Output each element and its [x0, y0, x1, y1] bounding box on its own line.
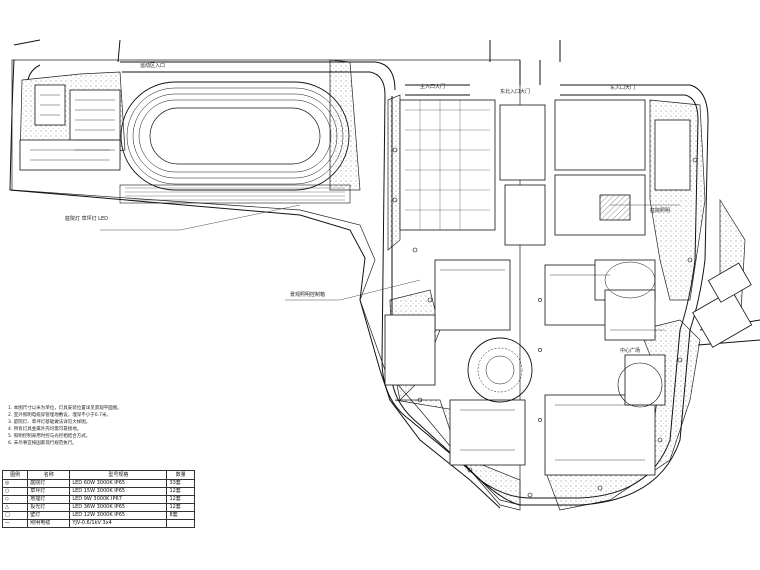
note-line: 3. 庭院灯、草坪灯基础做法详见大样图。 — [8, 420, 91, 425]
central-plaza — [467, 261, 663, 408]
upper-gate-mid-label: 主入口大门 — [420, 83, 445, 90]
legend-row: — 照明电缆 YJV-0.6/1kV 3x4 — [1, 519, 195, 528]
callout-leaders — [100, 204, 680, 331]
legend-spec: YJV-0.6/1kV 3x4 — [69, 519, 168, 528]
legend-row: □ 壁灯 LED 12W 3000K IP65 8套 — [1, 511, 195, 520]
note-line: 6. 未尽事宜按国家现行规范执行。 — [8, 441, 77, 446]
legend-name: 投光灯 — [27, 503, 71, 512]
main-buildings — [384, 99, 753, 476]
legend-header: 型号规格 — [69, 470, 168, 480]
legend-row: △ 投光灯 LED 36W 3000K IP65 12套 — [1, 503, 195, 512]
running-track — [119, 81, 351, 204]
legend-header: 名称 — [27, 470, 71, 480]
note-line: 4. 所有灯具金属外壳均需可靠接地。 — [8, 427, 82, 432]
legend-symbol: △ — [1, 503, 29, 512]
legend-row: ◇ 地埋灯 LED 9W 3000K IP67 12套 — [1, 495, 195, 504]
legend-name: 壁灯 — [27, 511, 71, 520]
legend-qty — [166, 519, 195, 528]
legend-qty: 12套 — [166, 503, 195, 512]
legend-name: 庭院灯 — [27, 479, 71, 488]
legend-symbol: ◇ — [1, 495, 29, 504]
legend-spec: LED 15W 3000K IP65 — [69, 487, 168, 496]
legend-name: 草坪灯 — [27, 487, 71, 496]
legend-symbol: ◎ — [1, 479, 29, 488]
note-line: 1. 本图尺寸以米为单位，灯具安装位置详见景观平面图。 — [8, 406, 122, 411]
north-entrance-label: 东北入口大门 — [500, 88, 530, 95]
upper-gate-right-label: 东入口大门 — [610, 84, 635, 91]
callout-d-label: 中心广场 — [620, 347, 640, 354]
legend-table: 图例 名称 型号规格 数量 ◎ 庭院灯 LED 60W 3000K IP65 3… — [1, 470, 195, 528]
legend-name: 地埋灯 — [27, 495, 71, 504]
callout-c-label: 庭院照明 — [650, 207, 670, 214]
note-line: 5. 照明控制采用时控与光控相结合方式。 — [8, 434, 91, 439]
legend-symbol: □ — [1, 511, 29, 520]
legend-qty: 8套 — [166, 511, 195, 520]
note-line: 2. 室外照明电缆穿管埋地敷设，埋深不小于0.7米。 — [8, 413, 111, 418]
legend-name: 照明电缆 — [27, 519, 71, 528]
legend-symbol: ○ — [1, 487, 29, 496]
drawing-notes: 1. 本图尺寸以米为单位，灯具安装位置详见景观平面图。 2. 室外照明电缆穿管埋… — [8, 405, 228, 447]
left-buildings — [19, 84, 121, 171]
legend-qty: 33套 — [166, 479, 195, 488]
upper-gate-left-label: 运动区入口 — [140, 62, 165, 69]
callout-a-label: 庭院灯 草坪灯 LED — [65, 215, 108, 222]
callout-b-label: 景观照明控制箱 — [290, 291, 325, 298]
legend-row: ○ 草坪灯 LED 15W 3000K IP65 12套 — [1, 487, 195, 496]
legend-header: 数量 — [166, 470, 195, 480]
legend-spec: LED 9W 3000K IP67 — [69, 495, 168, 504]
light-fixtures — [392, 147, 698, 498]
legend-header: 图例 — [1, 470, 29, 480]
legend-spec: LED 36W 3000K IP65 — [69, 503, 168, 512]
legend-header-row: 图例 名称 型号规格 数量 — [1, 470, 195, 480]
legend-symbol: — — [1, 519, 29, 528]
legend-qty: 12套 — [166, 495, 195, 504]
legend-spec: LED 12W 3000K IP65 — [69, 511, 168, 520]
legend-qty: 12套 — [166, 487, 195, 496]
legend-spec: LED 60W 3000K IP65 — [69, 479, 168, 488]
legend-row: ◎ 庭院灯 LED 60W 3000K IP65 33套 — [1, 479, 195, 488]
